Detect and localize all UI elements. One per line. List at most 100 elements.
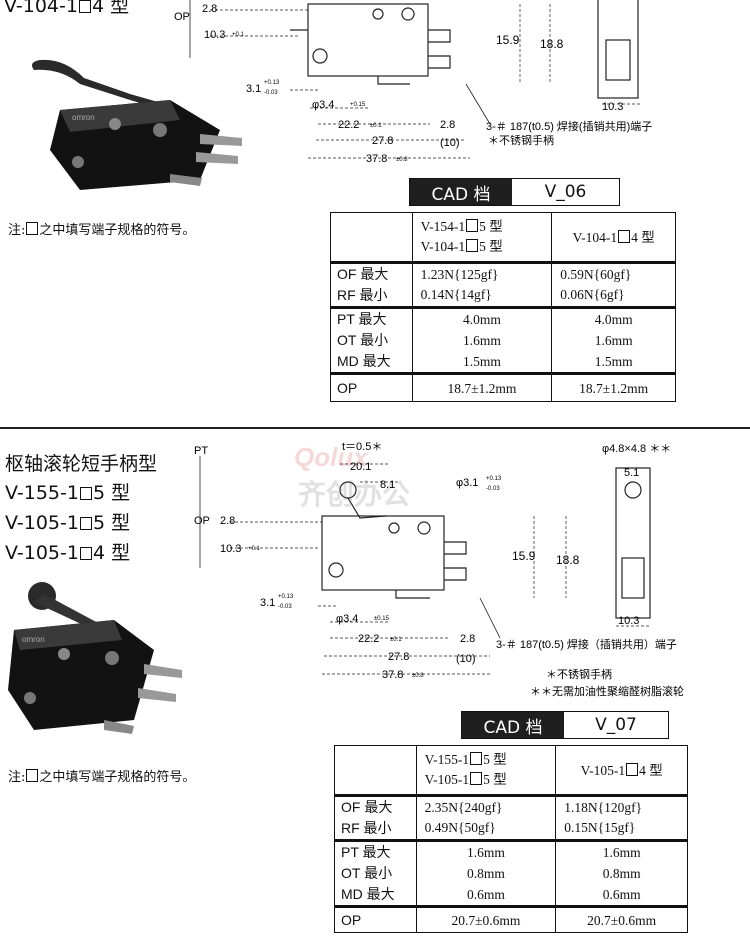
cad-file-badge-1: CAD 档 V_06 [409, 178, 620, 206]
svg-text:φ3.4: φ3.4 [336, 613, 358, 625]
svg-text:t＝0.5＊: t＝0.5＊ [342, 441, 382, 453]
cad-label: CAD 档 [410, 179, 512, 205]
roller-lever [34, 594, 100, 630]
svg-text:±0.1: ±0.1 [370, 123, 382, 129]
dimension-drawing-1: OP 2.8 10.3 +0.1 3.1 +0.13 -0.03 φ3.4 +0… [174, 0, 652, 165]
svg-text:37.8: 37.8 [366, 153, 387, 165]
svg-text:PT: PT [194, 445, 208, 457]
svg-text:±0.8: ±0.8 [412, 673, 424, 679]
mount-hole [153, 123, 167, 137]
dimension-drawing-2: Qolux 齐创办公 PT t＝0.5＊ 20.1 8.1 φ3.1 +0.13… [194, 441, 684, 698]
svg-text:10.3: 10.3 [204, 29, 225, 41]
svg-text:+0.13: +0.13 [264, 80, 280, 86]
terminal-note-2: 注:之中填写端子规格的符号。 [8, 769, 196, 785]
svg-text:20.1: 20.1 [350, 461, 371, 473]
svg-text:-0.03: -0.03 [486, 486, 500, 492]
svg-text:＊＊无需加油性聚缩醛树脂滚轮: ＊＊无需加油性聚缩醛树脂滚轮 [530, 684, 684, 698]
svg-text:φ4.8×4.8 ＊＊: φ4.8×4.8 ＊＊ [602, 443, 671, 455]
section-divider [0, 427, 750, 429]
mount-hole [72, 156, 84, 168]
cad-label: CAD 档 [462, 712, 564, 738]
terminal [104, 720, 134, 734]
terminal [196, 152, 238, 164]
svg-text:3.1: 3.1 [260, 597, 275, 609]
mount-hole [105, 651, 119, 665]
cad-file-badge-2: CAD 档 V_07 [461, 711, 669, 739]
watermark-logo: Qolux [294, 442, 369, 472]
svg-text:(10): (10) [440, 137, 460, 149]
svg-text:(10): (10) [456, 653, 476, 665]
mount-hole [58, 648, 70, 660]
mount-hole [109, 118, 121, 130]
svg-text:2.8: 2.8 [460, 633, 475, 645]
svg-text:18.8: 18.8 [540, 37, 564, 51]
svg-text:2.8: 2.8 [202, 3, 217, 15]
svg-text:φ3.4: φ3.4 [312, 99, 334, 111]
terminal [170, 174, 202, 186]
svg-text:15.9: 15.9 [512, 549, 536, 563]
svg-text:＊不锈钢手柄: ＊不锈钢手柄 [546, 667, 612, 681]
svg-text:+0.13: +0.13 [278, 594, 294, 600]
svg-text:＊不锈钢手柄: ＊不锈钢手柄 [488, 133, 554, 147]
svg-text:φ3.1: φ3.1 [456, 477, 478, 489]
svg-text:+0.13: +0.13 [486, 476, 502, 482]
terminal [200, 134, 242, 146]
table-row-op: OP 18.7±1.2mm 18.7±1.2mm [330, 373, 676, 402]
svg-text:omron: omron [22, 635, 45, 644]
svg-text:+0.15: +0.15 [350, 102, 366, 108]
svg-text:37.8: 37.8 [382, 669, 403, 681]
svg-text:+0.1: +0.1 [248, 546, 261, 552]
svg-text:15.9: 15.9 [496, 33, 520, 47]
svg-text:+0.1: +0.1 [232, 32, 245, 38]
cad-value: V_06 [544, 182, 587, 202]
terminal [144, 664, 182, 678]
svg-text:8.1: 8.1 [380, 479, 395, 491]
svg-text:3-＃ 187(t0.5) 焊接（插销共用）端子: 3-＃ 187(t0.5) 焊接（插销共用）端子 [496, 637, 677, 651]
terminal [138, 688, 176, 702]
cad-value: V_07 [595, 715, 637, 735]
svg-text:±0.1: ±0.1 [390, 637, 402, 643]
svg-text:±0.15: ±0.15 [374, 616, 390, 622]
roller-lever [32, 59, 172, 112]
svg-text:27.8: 27.8 [388, 651, 409, 663]
svg-text:2.8: 2.8 [440, 119, 455, 131]
svg-text:5.1: 5.1 [624, 467, 639, 479]
svg-text:10.3: 10.3 [220, 543, 241, 555]
svg-text:3-＃ 187(t0.5) 焊接(插销共用)端子: 3-＃ 187(t0.5) 焊接(插销共用)端子 [486, 119, 652, 133]
svg-text:-0.03: -0.03 [264, 90, 278, 96]
mount-hole [24, 692, 36, 704]
switch-outline [321, 515, 445, 591]
svg-text:10.3: 10.3 [602, 101, 623, 113]
svg-text:omron: omron [72, 113, 95, 122]
terminal-note-1: 注:之中填写端子规格的符号。 [8, 222, 196, 238]
table-row-op: OP 20.7±0.6mm 20.7±0.6mm [334, 906, 688, 933]
svg-text:18.8: 18.8 [556, 553, 580, 567]
switch-photo-1: omron [32, 59, 242, 190]
svg-text:27.8: 27.8 [372, 135, 393, 147]
svg-text:10.3: 10.3 [618, 615, 639, 627]
svg-text:3.1: 3.1 [246, 83, 261, 95]
section-heading: 枢轴滚轮短手柄型 [5, 453, 158, 475]
svg-text:2.8: 2.8 [220, 515, 235, 527]
switch-outline [307, 3, 429, 77]
svg-text:22.2: 22.2 [338, 119, 359, 131]
svg-text:OP: OP [174, 11, 190, 23]
terminal-placeholder-box [78, 0, 91, 13]
svg-text:OP: OP [194, 515, 210, 527]
watermark-text: 齐创办公 [298, 479, 410, 510]
switch-photo-2: omron [8, 582, 182, 734]
svg-text:22.2: 22.2 [358, 633, 379, 645]
svg-text:-0.03: -0.03 [278, 604, 292, 610]
